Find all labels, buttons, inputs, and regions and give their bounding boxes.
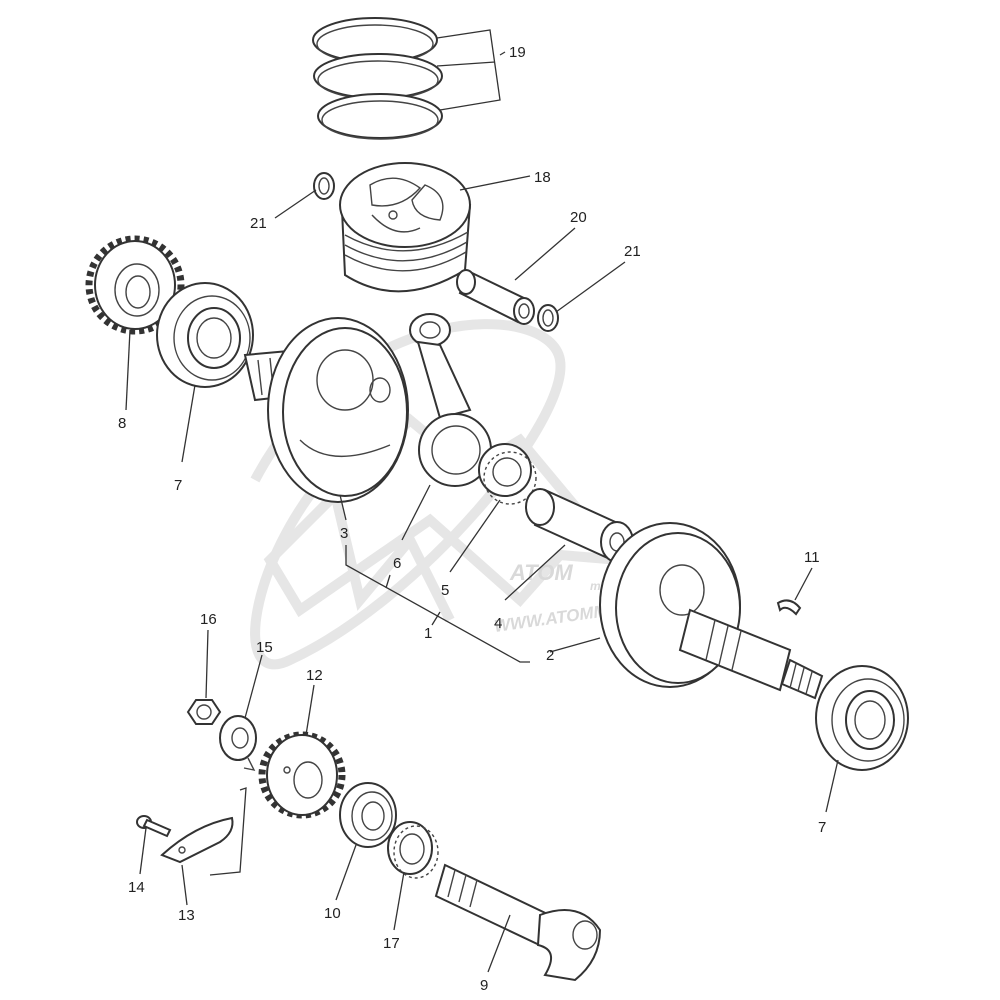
circlip-lower <box>537 304 559 332</box>
callout-9: 9 <box>480 977 488 994</box>
callout-3: 3 <box>340 525 348 542</box>
connecting-rod <box>409 313 492 487</box>
drive-gear-upper <box>85 235 185 335</box>
callout-14: 14 <box>128 879 145 896</box>
callout-13: 13 <box>178 907 195 924</box>
callout-8: 8 <box>118 415 126 432</box>
callout-16: 16 <box>200 611 217 628</box>
callout-5: 5 <box>441 582 449 599</box>
callout-12: 12 <box>306 667 323 684</box>
callout-1: 1 <box>424 625 432 642</box>
piston-pin <box>456 269 535 325</box>
callout-18: 18 <box>534 169 551 186</box>
bolt <box>136 815 172 838</box>
piston <box>339 162 472 293</box>
callout-10: 10 <box>324 905 341 922</box>
callout-11: 11 <box>804 549 820 566</box>
bearing-right <box>815 665 909 771</box>
callout-21-upper: 21 <box>250 215 267 232</box>
callout-20: 20 <box>570 209 587 226</box>
lock-washer <box>219 715 257 771</box>
callout-labels: 19 18 21 20 21 8 7 3 6 5 1 4 2 11 7 16 1… <box>118 44 826 994</box>
woodruff-key <box>776 599 802 616</box>
bearing-left <box>156 282 254 388</box>
callout-21-lower: 21 <box>624 243 641 260</box>
callout-6: 6 <box>393 555 401 572</box>
circlip-upper <box>313 172 335 200</box>
callout-7-right: 7 <box>818 819 826 836</box>
crank-web-left <box>243 317 409 503</box>
callout-4: 4 <box>494 615 502 632</box>
callout-2: 2 <box>546 647 554 664</box>
leader-lines <box>125 29 839 973</box>
callout-19: 19 <box>509 44 526 61</box>
callout-15: 15 <box>256 639 273 656</box>
piston-rings <box>312 17 443 140</box>
nut <box>186 699 222 725</box>
callout-7-left: 7 <box>174 477 182 494</box>
watermark-brand: ATOM <box>509 560 573 585</box>
needle-bearing <box>478 443 537 505</box>
balancer-gear <box>258 731 346 819</box>
crank-web-right <box>599 522 824 700</box>
needle-bearing-lower <box>387 821 439 879</box>
bearing-lower <box>339 782 397 848</box>
retainer-plate <box>160 816 234 864</box>
callout-17: 17 <box>383 935 400 952</box>
balancer-shaft <box>434 863 602 982</box>
